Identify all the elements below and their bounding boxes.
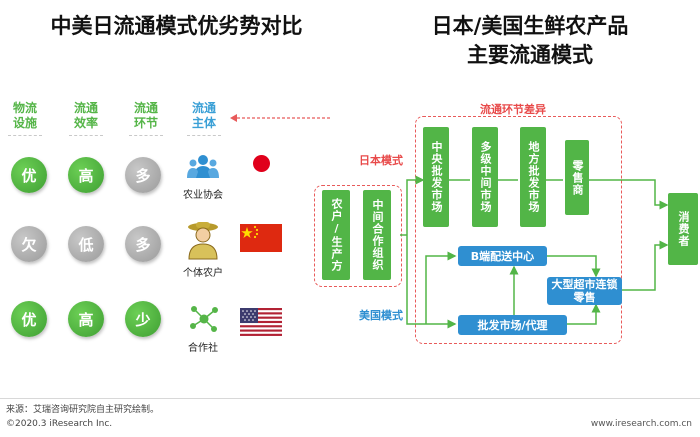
row1-entity-label: 农业协会 <box>183 190 223 201</box>
copyright: ©2020.3 iResearch Inc. <box>6 419 113 429</box>
usa-flag <box>240 308 282 336</box>
row1-links-circle: 多 <box>125 157 161 193</box>
header-entity: 流通主体 <box>191 101 216 130</box>
people-group-icon <box>187 155 219 178</box>
row2-efficiency-circle: 低 <box>68 226 104 262</box>
website-url[interactable]: www.iresearch.com.cn <box>590 419 692 429</box>
header-links: 流通环节 <box>133 101 158 130</box>
farmer-icon <box>188 222 218 260</box>
row3-entity-label: 合作社 <box>188 343 218 354</box>
right-title-line1: 日本/美国生鲜农产品 <box>431 14 629 38</box>
wholesale-agent-box: 批发市场/代理 <box>458 315 567 335</box>
row2-logistics-circle: 欠 <box>11 226 47 262</box>
central-wholesale-box: 中央批发市场 <box>423 127 449 227</box>
japan-mode-label: 日本模式 <box>359 154 403 167</box>
intermediary-org-box: 中间合作组织 <box>363 190 391 280</box>
usa-mode-label: 美国模式 <box>359 309 403 322</box>
flow-diff-label: 流通环节差异 <box>480 103 546 116</box>
source-note: 来源：艾瑞咨询研究院自主研究绘制。 <box>6 405 160 415</box>
header-logistics: 物流设施 <box>12 101 37 130</box>
consumer-box: 消费者 <box>668 193 698 265</box>
japan-flag <box>240 148 282 178</box>
b2b-distribution-box: B端配送中心 <box>458 246 547 266</box>
multilevel-market-box: 多级中间市场 <box>472 127 498 227</box>
row3-logistics-circle: 优 <box>11 301 47 337</box>
supermarket-chain-box: 大型超市连锁零售 <box>547 277 622 305</box>
row2-entity-label: 个体农户 <box>183 268 223 279</box>
row1-efficiency-circle: 高 <box>68 157 104 193</box>
row1-logistics-circle: 优 <box>11 157 47 193</box>
local-wholesale-box: 地方批发市场 <box>520 127 546 227</box>
left-title: 中美日流通模式优劣势对比 <box>50 14 303 38</box>
row3-links-circle: 少 <box>125 301 161 337</box>
right-title-line2: 主要流通模式 <box>467 43 593 67</box>
row2-links-circle: 多 <box>125 226 161 262</box>
network-icon <box>190 306 218 332</box>
retailer-box: 零售商 <box>565 140 589 215</box>
header-efficiency: 流通效率 <box>73 101 98 130</box>
china-flag <box>240 224 282 252</box>
row3-efficiency-circle: 高 <box>68 301 104 337</box>
farmer-producer-box: 农户/生产方 <box>322 190 350 280</box>
source-group-frame <box>314 185 402 287</box>
